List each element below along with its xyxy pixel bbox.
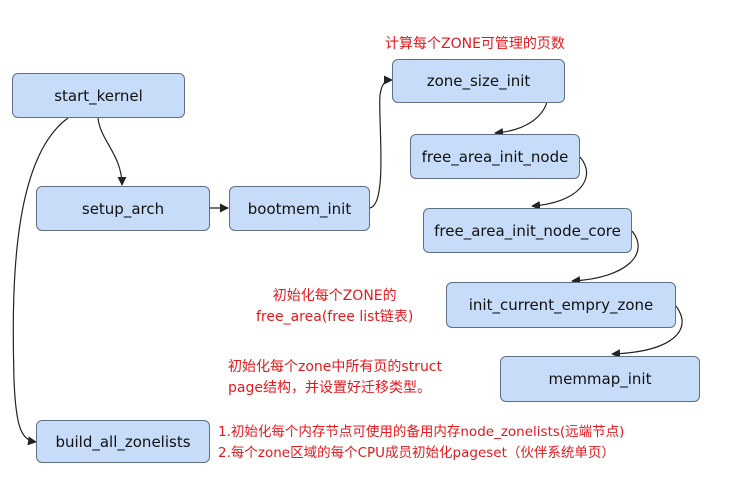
edge-start-kernel-to-setup-arch bbox=[97, 117, 127, 186]
edge-bootmem-init-to-zone-size-init bbox=[369, 75, 393, 209]
free-area-note-line1: 初始化每个ZONE的 bbox=[272, 288, 397, 304]
struct-page-note-line1: 初始化每个zone中所有页的struct bbox=[228, 359, 442, 375]
memmap-init-node[interactable]: memmap_init bbox=[500, 356, 700, 402]
free-area-note-line2: free_area(free list链表) bbox=[256, 309, 414, 325]
zone-size-init-node[interactable]: zone_size_init bbox=[392, 59, 565, 103]
zone-size-note: 计算每个ZONE可管理的页数 bbox=[385, 34, 565, 55]
free-area-note: 初始化每个ZONE的 free_area(free list链表) bbox=[256, 286, 413, 328]
edge-free-area-init-node-to-core bbox=[531, 156, 588, 210]
edge-core-to-init-current-empry-zone bbox=[571, 230, 639, 286]
free-area-init-node-node[interactable]: free_area_init_node bbox=[410, 134, 580, 179]
bootmem-init-node[interactable]: bootmem_init bbox=[229, 186, 370, 231]
zonelists-note: 1.初始化每个内存节点可使用的备用内存node_zonelists(远端节点) … bbox=[218, 422, 624, 464]
struct-page-note-line2: page结构，并设置好迁移类型。 bbox=[228, 380, 431, 396]
free-area-init-node-core-node[interactable]: free_area_init_node_core bbox=[423, 208, 632, 253]
struct-page-note: 初始化每个zone中所有页的struct page结构，并设置好迁移类型。 bbox=[228, 357, 442, 399]
build-all-zonelists-node[interactable]: build_all_zonelists bbox=[36, 420, 210, 463]
setup-arch-node[interactable]: setup_arch bbox=[36, 186, 210, 231]
zone-size-note-text: 计算每个ZONE可管理的页数 bbox=[385, 36, 565, 52]
start-kernel-node[interactable]: start_kernel bbox=[12, 73, 185, 118]
zonelists-note-line1: 1.初始化每个内存节点可使用的备用内存node_zonelists(远端节点) bbox=[218, 424, 625, 440]
zonelists-note-line2: 2.每个zone区域的每个CPU成员初始化pageset（伙伴系统单页） bbox=[218, 445, 615, 461]
init-current-empry-zone-node[interactable]: init_current_empry_zone bbox=[446, 282, 676, 328]
edge-start-kernel-to-build-all-zonelists bbox=[12, 117, 69, 446]
edge-init-current-empry-zone-to-memmap-init bbox=[611, 305, 683, 359]
